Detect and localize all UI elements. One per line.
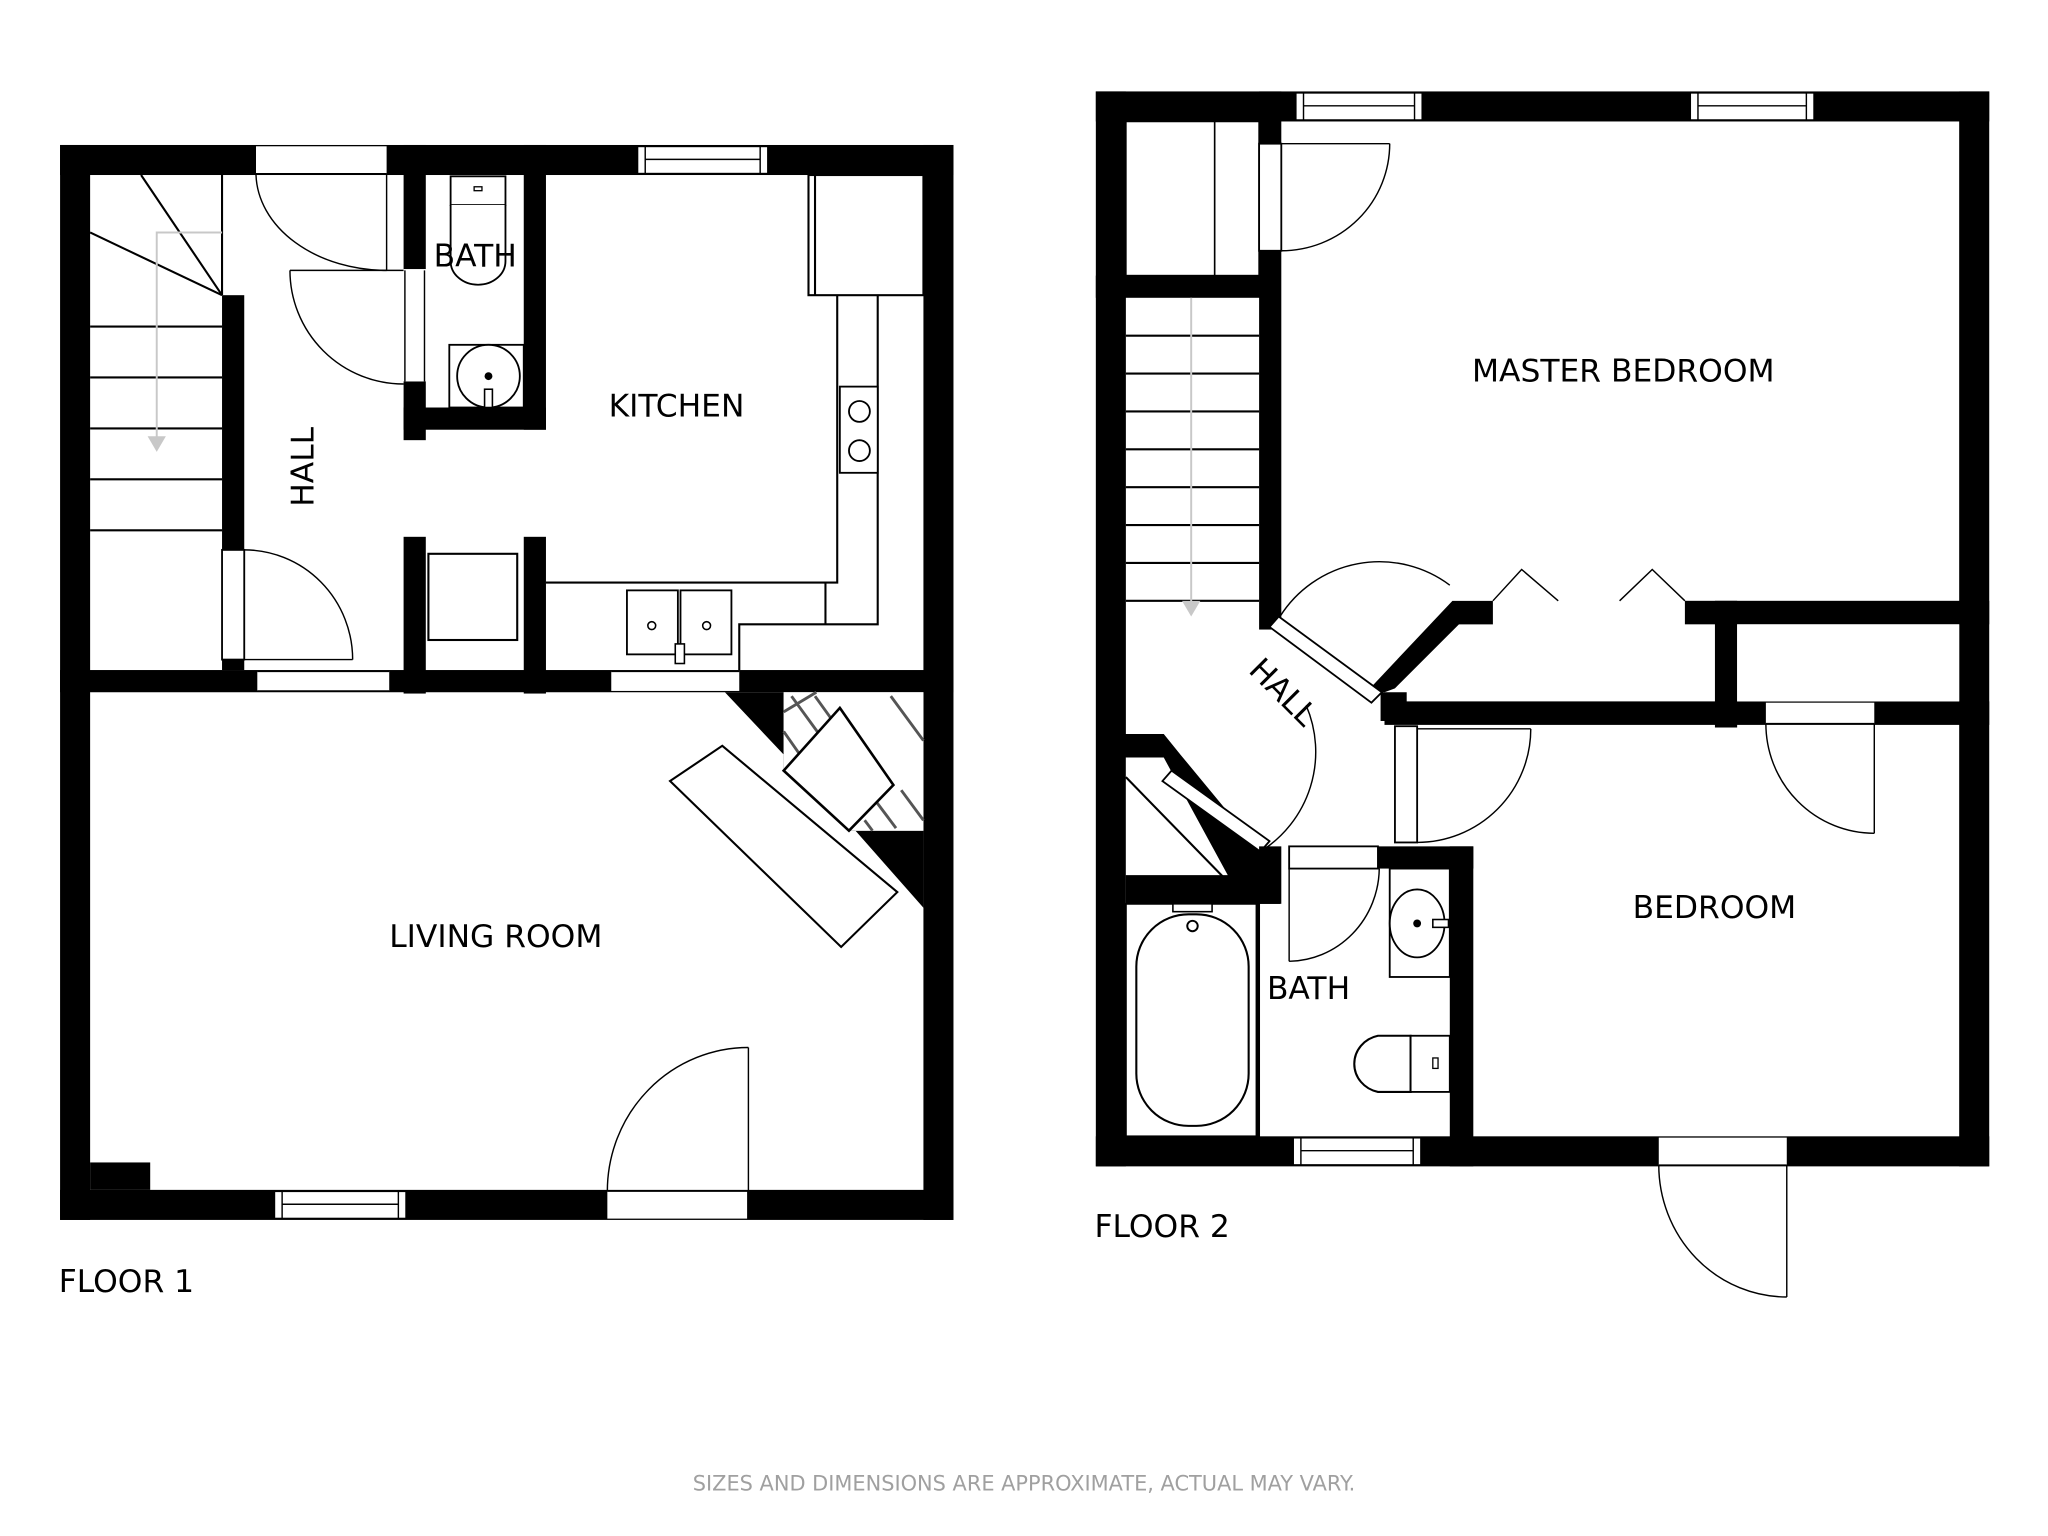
kitchen-sink-icon	[626, 589, 733, 665]
room-label-master-bedroom: MASTER BEDROOM	[1472, 353, 1775, 389]
dimensions-disclaimer: SIZES AND DIMENSIONS ARE APPROXIMATE, AC…	[693, 1471, 1355, 1495]
staircase	[89, 174, 224, 532]
window	[273, 1190, 408, 1220]
room-label-living-room: LIVING ROOM	[389, 919, 602, 955]
floor-2-plan: MASTER BEDROOM HALL BATH BEDROOM FLOOR 2	[1095, 91, 1990, 1298]
door-swing	[1394, 725, 1532, 844]
window	[1689, 91, 1816, 122]
room-label-kitchen: KITCHEN	[609, 389, 745, 425]
door-swing	[1258, 142, 1391, 252]
front-door	[606, 1046, 750, 1219]
door-swing	[1765, 702, 1876, 835]
fireplace	[668, 691, 925, 949]
door-swing	[221, 548, 354, 661]
door-swing	[255, 174, 404, 385]
room-label-bath-floor1: BATH	[434, 238, 517, 274]
sink-icon	[448, 343, 525, 409]
door-swing	[1288, 868, 1380, 963]
window	[1294, 91, 1424, 122]
bathtub-icon	[1124, 902, 1258, 1138]
door-swing	[1268, 561, 1451, 704]
window	[636, 145, 769, 175]
kitchen-counter	[545, 173, 925, 671]
floor-2-label: FLOOR 2	[1095, 1209, 1230, 1245]
floor-1-plan: HALL BATH KITCHEN LIVING ROOM FLOOR 1	[59, 144, 954, 1300]
floor-1-label: FLOOR 1	[59, 1264, 194, 1300]
stair-down-arrow-icon	[147, 436, 166, 452]
staircase	[1125, 297, 1260, 617]
sink-icon	[1388, 867, 1451, 978]
toilet-icon	[449, 175, 507, 286]
window	[1292, 1136, 1422, 1166]
balcony-door	[1658, 1137, 1788, 1298]
stair-down-arrow-icon	[1182, 600, 1201, 617]
toilet-icon	[1353, 1034, 1451, 1093]
stove-burner-icon	[848, 400, 871, 423]
room-label-bath-floor2: BATH	[1267, 971, 1350, 1007]
room-label-hall-floor1: HALL	[285, 426, 321, 506]
stove-burner-icon	[848, 439, 871, 462]
room-label-bedroom: BEDROOM	[1633, 890, 1797, 926]
